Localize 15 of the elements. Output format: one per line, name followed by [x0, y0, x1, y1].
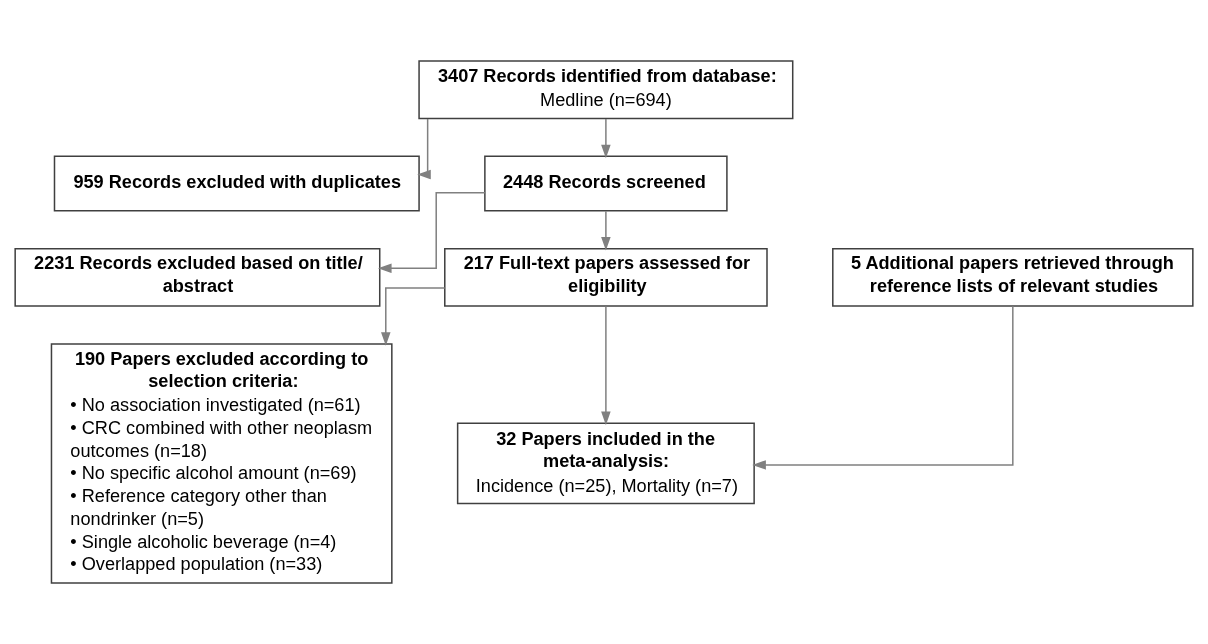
node-box: 2448 Records screened [484, 155, 728, 212]
arrow [381, 287, 446, 346]
node-box: 5 Additional papers retrieved through reference lists of relevant studies [832, 247, 1194, 307]
arrow [601, 305, 611, 426]
node-box: 3407 Records identified from database: Medline (n=694) [418, 60, 794, 120]
node-box: 959 Records excluded with duplicates [53, 155, 420, 212]
node-box: 2231 Records excluded based on title/ abstract [14, 247, 381, 307]
node-box: 190 Papers excluded according to selection criteria: • No association investigated (n=61) • CRC combined with other neoplasm outcomes (n=18) • No specific alcohol amount (n=69) • Reference category other than nondrinker (n=5) • Single alcoholic beverage (n=4) • Overlapped population (n=33) [50, 343, 393, 584]
node-box: 32 Papers included in the meta-analysis: Incidence (n=25), Mortality (n=7) [456, 422, 755, 505]
arrow [377, 191, 486, 274]
arrow [417, 118, 431, 180]
node-box: 217 Full-text papers assessed for eligibility [444, 247, 768, 307]
arrow [601, 210, 611, 251]
arrow [601, 118, 611, 159]
arrow [752, 305, 1014, 470]
